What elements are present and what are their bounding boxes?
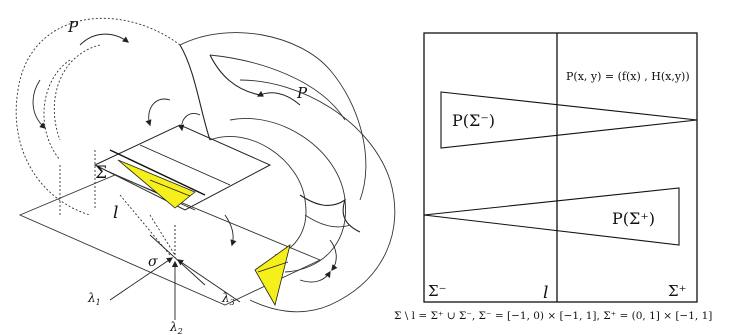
- line-label-left: l: [113, 203, 118, 223]
- corner-sigma-minus: Σ⁻: [428, 282, 447, 300]
- section-square: [423, 32, 698, 303]
- arrow-far-right: [299, 270, 331, 283]
- line-l: [109, 149, 206, 196]
- inner-surface-arc2: [209, 136, 307, 256]
- arrow-right-small: [224, 214, 237, 247]
- inner-loop2: [53, 44, 101, 141]
- image-sigma-minus: [440, 91, 698, 149]
- outer-surface-arc: [239, 79, 396, 313]
- caption: Σ \ l = Σ⁺ ∪ Σ⁻, Σ⁻ = [−1, 0) × [−1, 1],…: [394, 310, 712, 322]
- lambda3-label: λ3: [221, 291, 235, 307]
- inner-loop: [43, 59, 71, 161]
- arrow-mid: [145, 98, 171, 127]
- outer-surface-dotted: [15, 17, 181, 216]
- map-label-right: P: [296, 84, 308, 102]
- cusp-right2: [304, 214, 351, 228]
- map-label-top: P: [67, 18, 79, 36]
- sigma-label: Σ: [95, 163, 107, 183]
- origin-label: σ: [148, 254, 158, 270]
- cusp-top: [179, 44, 211, 141]
- lambda2-label: λ2: [169, 320, 183, 335]
- yellow-region-bottom: [254, 244, 291, 307]
- axis-lambda1: [109, 257, 174, 301]
- lambda1-label: λ1: [87, 291, 101, 307]
- arrow-right-p: [256, 90, 301, 106]
- axis-lambda3: [176, 259, 241, 303]
- base-plane: [18, 174, 322, 306]
- arrow-bottom-right: [329, 239, 338, 272]
- map-formula: P(x, y) = (f(x) , H(x,y)): [566, 70, 690, 83]
- right-section-diagram: [423, 32, 698, 303]
- arrow-mid2: [178, 113, 201, 132]
- inner-surface-arc: [229, 118, 346, 273]
- corner-sigma-plus: Σ⁺: [668, 282, 687, 300]
- image-sigma-plus: [423, 187, 680, 246]
- axis-diag: [149, 234, 206, 286]
- p-sigma-minus-label: P(Σ⁻): [452, 111, 495, 130]
- outer-surface-top: [179, 32, 367, 201]
- section-plane-inner: [139, 144, 231, 186]
- left-3d-diagram: [15, 17, 396, 320]
- line-label-right: l: [543, 283, 548, 303]
- arrow-left-loop: [32, 79, 46, 129]
- outer-surface-right: [209, 54, 346, 121]
- yellow-region-center-line: [149, 179, 191, 197]
- arrow-top-p: [79, 33, 129, 46]
- p-sigma-plus-label: P(Σ⁺): [612, 209, 655, 228]
- section-plane: [93, 124, 272, 211]
- cusp-top-right: [209, 54, 261, 96]
- yellow-region-center: [117, 159, 196, 209]
- yellow-region-bottom-line: [257, 261, 289, 273]
